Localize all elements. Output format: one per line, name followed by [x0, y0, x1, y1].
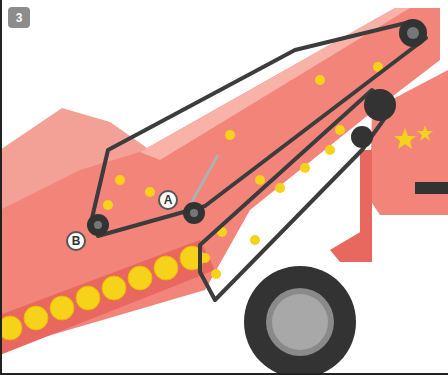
wheel	[244, 266, 356, 375]
step-number: 3	[8, 7, 30, 28]
pulleys	[87, 19, 427, 236]
stars	[394, 125, 433, 149]
frame-border	[0, 0, 2, 375]
tensioner-arm	[190, 155, 218, 205]
callout-letter: B	[66, 231, 86, 251]
axle-bracket	[330, 225, 372, 262]
conveyor-band	[0, 240, 215, 355]
frame-border	[0, 373, 448, 375]
belts	[92, 22, 426, 300]
drawbar	[415, 182, 448, 194]
callout-letter: A	[158, 190, 178, 210]
